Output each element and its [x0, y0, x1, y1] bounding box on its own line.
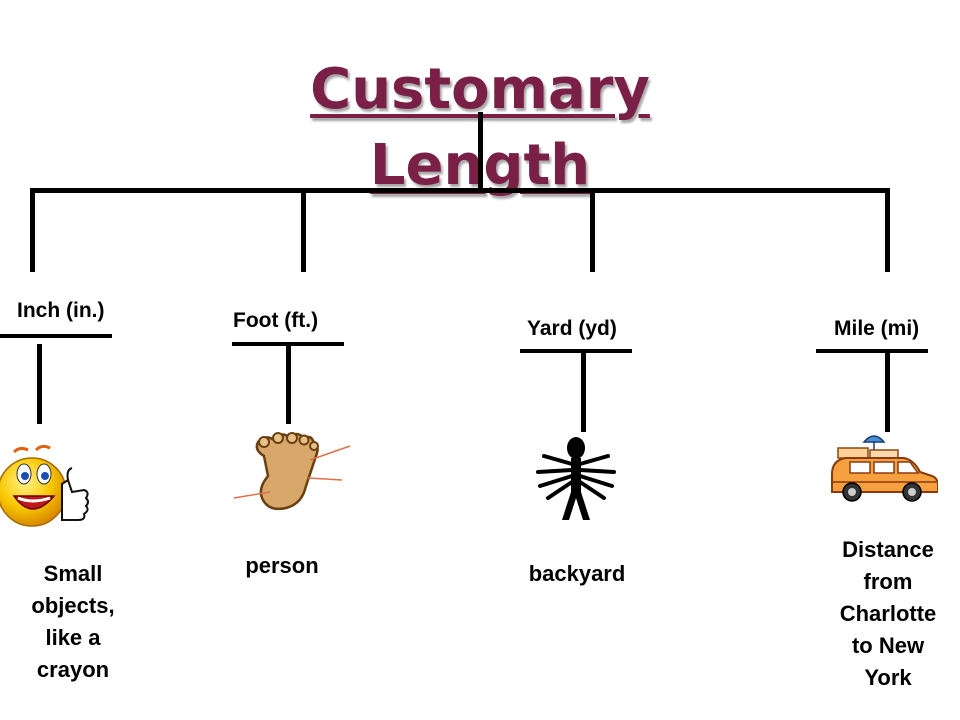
unit-label-inch: Inch (in.) [17, 299, 105, 322]
branch-bar [30, 188, 890, 193]
unit-example-inch: Small objects, like a crayon [31, 561, 115, 682]
smiley-thumbs-up-icon [0, 444, 89, 527]
car-with-luggage-icon [831, 435, 938, 502]
underline-yard [520, 349, 632, 353]
unit-label-mile: Mile (mi) [834, 317, 920, 340]
unit-example-yard: backyard [528, 561, 626, 586]
unit-label-foot: Foot (ft.) [233, 309, 319, 332]
branch-drop-foot [301, 188, 306, 272]
branch-drop-mile [885, 188, 890, 272]
stem-foot [286, 344, 291, 424]
underline-mile [816, 349, 928, 353]
branch-drop-yard [590, 188, 595, 272]
stem-mile [885, 352, 890, 432]
stem-inch [37, 344, 42, 424]
unit-label-yard: Yard (yd) [527, 317, 617, 340]
branch-drop-inch [30, 188, 35, 272]
many-armed-figure-icon [536, 437, 616, 520]
trunk-line [478, 112, 483, 192]
underline-inch [0, 334, 112, 338]
stem-yard [581, 352, 586, 432]
measured-foot-icon [233, 432, 351, 511]
unit-example-foot: person [245, 553, 319, 578]
unit-example-mile: Distance from Charlotte to New York [839, 537, 937, 690]
